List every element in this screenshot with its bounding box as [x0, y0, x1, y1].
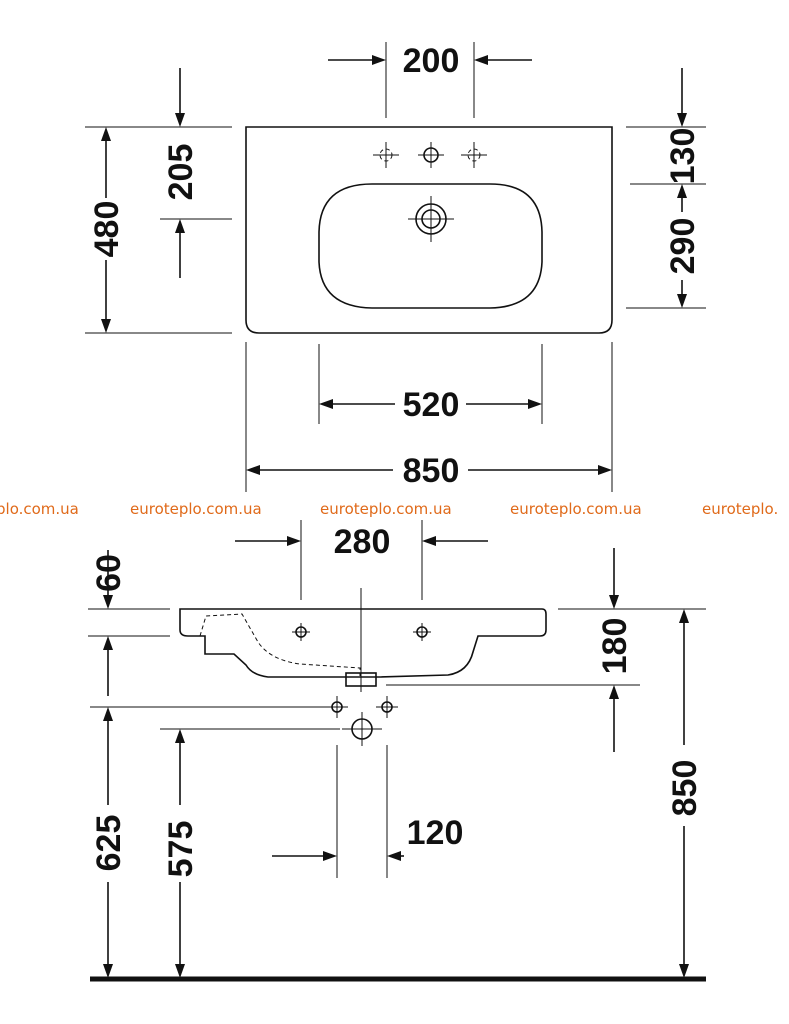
- dimension-60: 60: [88, 550, 170, 696]
- side-view: 280 60 180: [88, 520, 706, 982]
- dim-label-130: 130: [664, 128, 702, 185]
- basin-side-outline: [179, 608, 547, 678]
- dimension-520: 520: [318, 344, 543, 424]
- watermark-row: plo.com.ua euroteplo.com.ua euroteplo.co…: [0, 500, 778, 518]
- dim-label-280: 280: [334, 523, 391, 561]
- watermark: plo.com.ua: [0, 500, 79, 518]
- dim-label-205: 205: [162, 144, 200, 201]
- bowl-hidden-line: [199, 613, 361, 676]
- dimension-205: 205: [160, 68, 232, 278]
- dimension-480: 480: [85, 126, 232, 334]
- dim-label-60: 60: [90, 554, 128, 592]
- dimension-120: 120: [272, 745, 463, 878]
- watermark: euroteplo.com.ua: [130, 500, 262, 518]
- dim-label-625: 625: [90, 815, 128, 872]
- tap-hole-icon: [418, 142, 444, 168]
- dimension-180: 180: [386, 548, 640, 752]
- basin-outline: [245, 126, 613, 334]
- dim-label-520: 520: [403, 386, 460, 424]
- overflow-hole-icon: [292, 623, 310, 641]
- dim-label-480: 480: [88, 201, 126, 258]
- dimension-625: 625: [90, 706, 326, 978]
- top-view: 200 480 205 130: [85, 42, 706, 492]
- dim-label-290: 290: [664, 218, 702, 275]
- supply-pipe-icon: [376, 696, 398, 718]
- dimension-850-width: 850: [245, 342, 613, 492]
- waste-pipe-icon: [342, 712, 382, 746]
- dimension-130: 130: [626, 68, 706, 185]
- drain-icon: [408, 196, 454, 242]
- dimension-850-height: 850: [560, 608, 706, 978]
- dim-label-200: 200: [403, 42, 460, 80]
- dim-label-120: 120: [407, 814, 464, 852]
- dimension-290: 290: [626, 184, 706, 309]
- dimension-200: 200: [328, 42, 532, 118]
- tap-hole-icon: [373, 142, 399, 168]
- watermark: euroteplo.com.ua: [320, 500, 452, 518]
- tap-hole-icon: [461, 142, 487, 168]
- watermark: euroteplo.com.ua: [510, 500, 642, 518]
- bowl-outline: [318, 183, 543, 309]
- watermark: euroteplo.: [702, 500, 778, 518]
- dim-label-575: 575: [162, 821, 200, 878]
- dimension-575: 575: [160, 728, 340, 978]
- dim-label-850-width: 850: [403, 452, 460, 490]
- supply-pipe-icon: [326, 696, 348, 718]
- dimension-280: 280: [235, 520, 488, 600]
- overflow-hole-icon: [413, 623, 431, 641]
- dim-label-850-height: 850: [666, 760, 704, 817]
- dim-label-180: 180: [596, 618, 634, 675]
